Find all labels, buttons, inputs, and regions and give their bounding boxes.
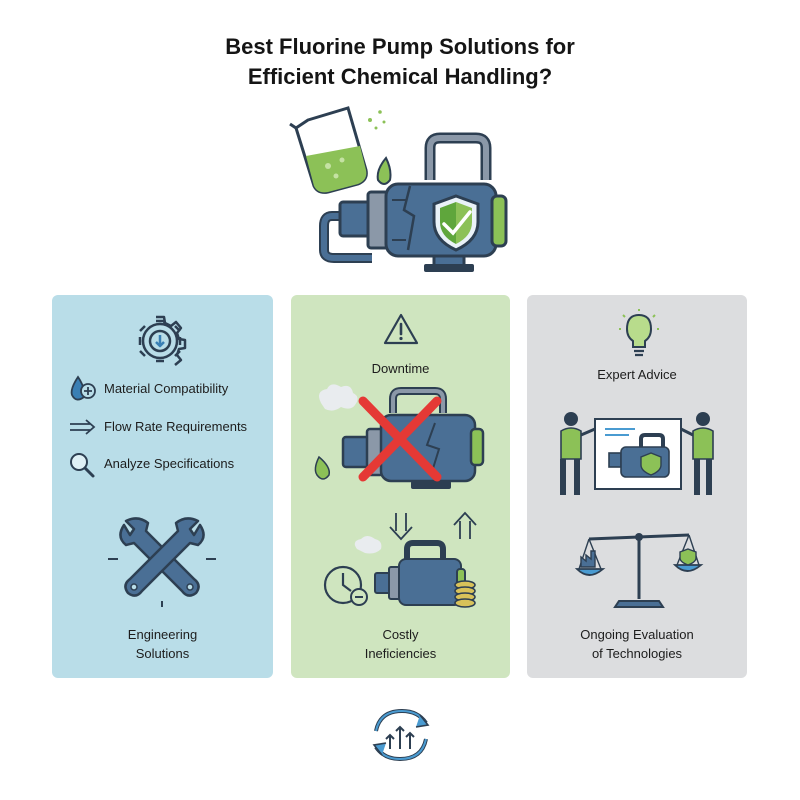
broken-pump-illustration: [314, 384, 485, 489]
warning-icon: [383, 313, 419, 345]
inefficiencies-panel: Downtime: [291, 295, 510, 678]
balance-scale-icon: [574, 533, 704, 608]
item-label-flow-rate: Flow Rate Requirements: [104, 419, 248, 434]
droplet-plus-icon: [70, 375, 96, 401]
person-left-icon: [560, 412, 596, 495]
expert-panel: Expert Advice Ongoin: [527, 295, 747, 678]
coins-icon: [454, 580, 476, 608]
gear-download-icon: [138, 315, 187, 366]
factory-icon: [580, 550, 596, 568]
arrow-right-icon: [70, 419, 96, 435]
inefficiencies-caption: Costly Ineficiencies: [291, 625, 510, 663]
hero-illustration: [289, 106, 508, 272]
title-line-2: Efficient Chemical Handling?: [247, 64, 553, 89]
expert-advice-illustration: [560, 412, 714, 495]
evaluation-caption-line-2: of Technologies: [591, 646, 683, 661]
evaluation-caption-line-1: Ongoing Evaluation: [580, 627, 694, 642]
error-cross-icon: [358, 396, 442, 482]
magnifier-icon: [70, 453, 95, 478]
item-label-analyze-specifications: Analyze Specifications: [104, 456, 235, 471]
item-label-material-compatibility: Material Compatibility: [104, 381, 229, 396]
clock-minus-icon: [323, 565, 368, 606]
engineering-caption-line-1: Engineering: [127, 627, 198, 642]
shield-icon: [432, 194, 480, 252]
arrow-down-icon: [389, 513, 413, 541]
page-title: Best Fluorine Pump Solutions for Efficie…: [0, 32, 800, 92]
cycle-growth-icon: [372, 708, 430, 762]
engineering-caption-line-2: Solutions: [135, 646, 190, 661]
inefficiencies-caption-line-1: Costly: [382, 627, 419, 642]
engineering-panel: Material Compatibility Flow Rate Require…: [52, 295, 273, 678]
engineering-caption: Engineering Solutions: [52, 625, 273, 663]
cost-pump-illustration: [323, 536, 476, 608]
arrow-up-icon: [453, 511, 477, 539]
downtime-label: Downtime: [371, 361, 430, 376]
lightbulb-icon: [619, 309, 659, 357]
inefficiencies-caption-line-2: Ineficiencies: [364, 646, 437, 661]
beaker-icon: [289, 106, 368, 194]
person-right-icon: [680, 412, 714, 495]
title-line-1: Best Fluorine Pump Solutions for: [225, 34, 575, 59]
expert-advice-label: Expert Advice: [597, 367, 677, 382]
crossed-wrenches-icon: [108, 517, 216, 607]
evaluation-caption: Ongoing Evaluation of Technologies: [527, 625, 747, 663]
